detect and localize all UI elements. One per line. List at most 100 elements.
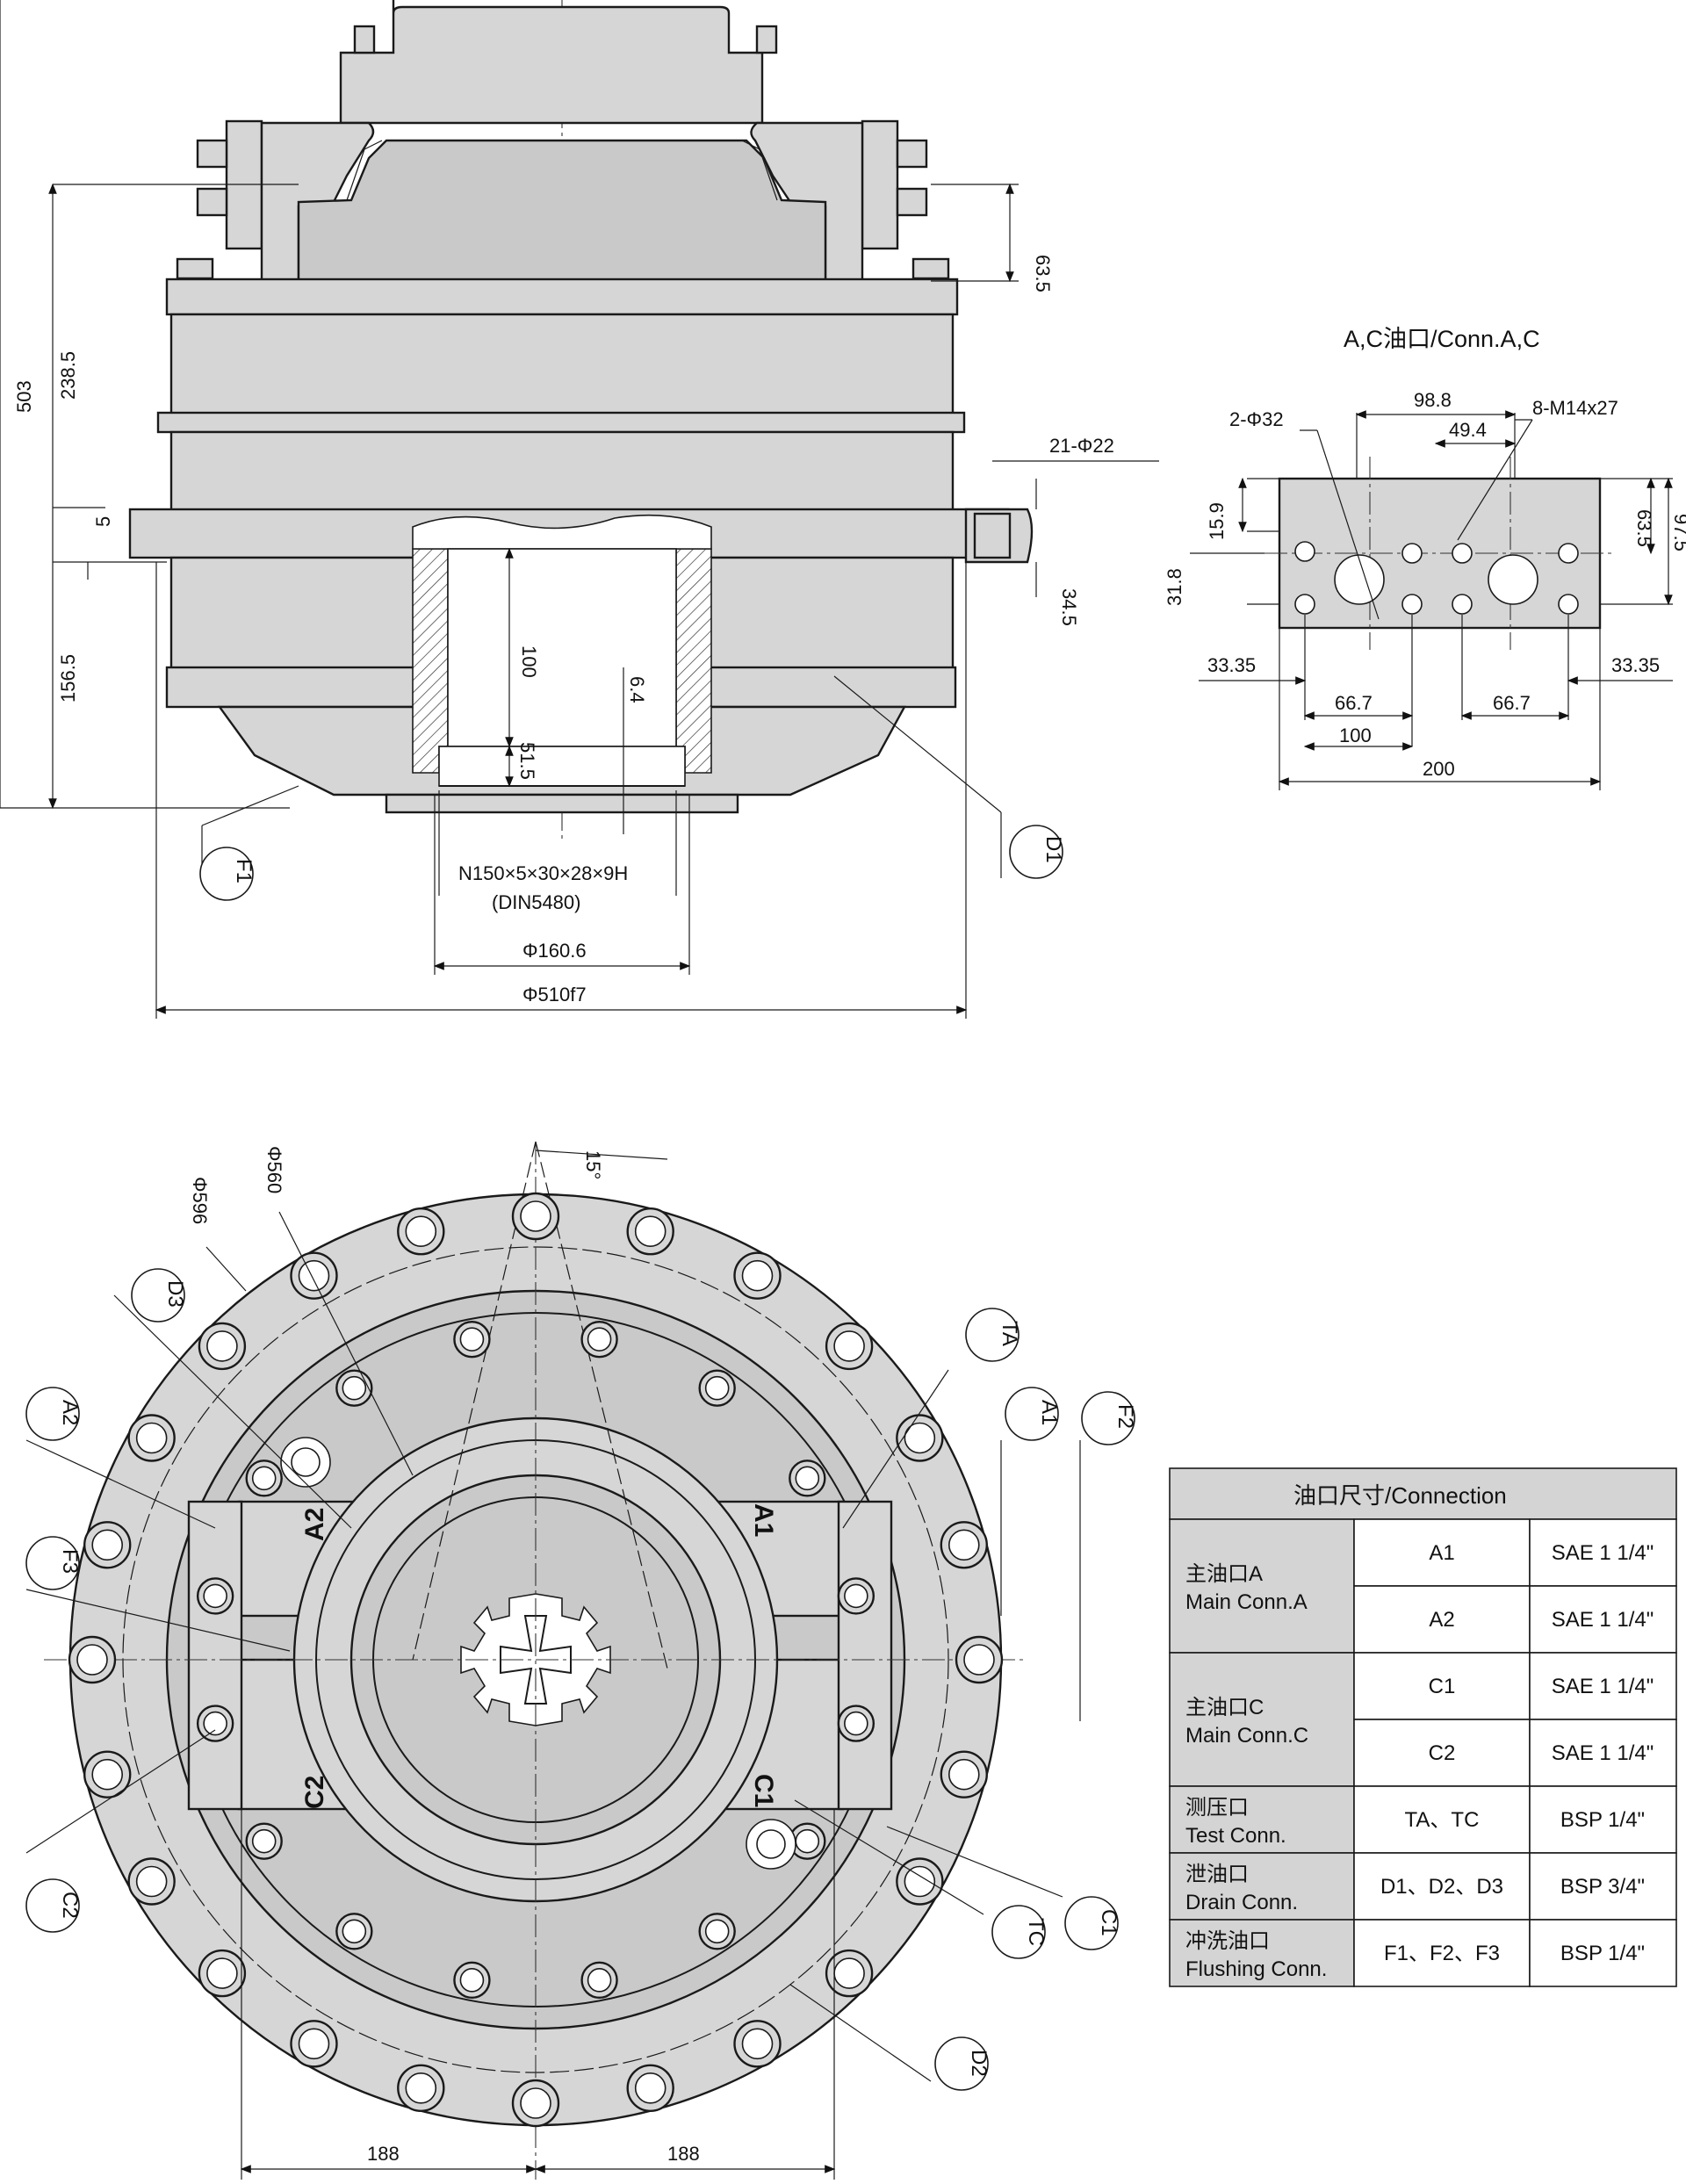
outer-bolt-hole	[405, 2072, 437, 2104]
table-size-cell	[1529, 1518, 1677, 1587]
table-group-drain-cn: 泄油口	[1185, 1863, 1249, 1886]
front-view: A2 A1 C2 C1 15° Φ560 Φ596 188 188 D3 A2 …	[25, 1141, 1137, 2180]
port-label-a2: A2	[300, 1508, 329, 1541]
outer-bolt-hole	[634, 2072, 666, 2104]
callout-a1: A1	[1037, 1400, 1061, 1425]
inner-bolt-hole	[251, 1466, 277, 1491]
outer-bolt-hole	[904, 1865, 936, 1898]
table-group-flush-cn: 冲洗油口	[1185, 1929, 1270, 1953]
outer-bolt-hole	[135, 1865, 168, 1898]
spline-spec: N150×5×30×28×9H	[458, 862, 628, 884]
dim-phi-160-6: Φ160.6	[522, 940, 587, 962]
flange-port-left	[1334, 554, 1385, 605]
table-port: C2	[1429, 1741, 1456, 1765]
inner-bolt-hole	[704, 1919, 730, 1944]
dim-98-8: 98.8	[1414, 389, 1452, 411]
dim-97-5: 97.5	[1670, 514, 1686, 551]
outer-bolt-hole	[833, 1330, 865, 1362]
dim-phi-596: Φ596	[189, 1177, 211, 1224]
dim-21-phi-22: 21-Φ22	[1049, 435, 1114, 457]
outer-bolt-hole	[405, 1215, 437, 1248]
table-size: SAE 1 1/4"	[1552, 1541, 1654, 1565]
outer-bolt-hole	[833, 1957, 865, 1989]
table-header: 油口尺寸/Connection	[1293, 1482, 1507, 1509]
port-label-c2: C2	[300, 1776, 329, 1809]
callout-d2: D2	[967, 2050, 991, 2077]
dim-66-7-left: 66.7	[1335, 692, 1373, 714]
table-group-flush-en: Flushing Conn.	[1185, 1957, 1327, 1981]
dim-188-right: 188	[667, 2143, 700, 2165]
inner-bolt-hole	[844, 1583, 868, 1609]
outer-bolt-hole	[76, 1644, 108, 1676]
dim-238-5: 238.5	[57, 351, 79, 400]
dim-100-side: 100	[518, 645, 540, 678]
dim-phi-560: Φ560	[263, 1146, 285, 1193]
outer-bolt-hole	[520, 1200, 551, 1232]
dim-5: 5	[92, 516, 114, 527]
dim-51-5: 51.5	[516, 742, 538, 780]
callout-d3: D3	[163, 1280, 187, 1308]
dim-33-35-right: 33.35	[1611, 654, 1660, 676]
table-group-test-en: Test Conn.	[1185, 1824, 1286, 1848]
table-group-a-en: Main Conn.A	[1185, 1590, 1308, 1614]
dim-63-5-side: 63.5	[1032, 255, 1054, 292]
table-group-c-cn: 主油口C	[1185, 1696, 1264, 1719]
table-size: SAE 1 1/4"	[1552, 1675, 1654, 1698]
dim-33-35-left: 33.35	[1207, 654, 1256, 676]
inner-bolt-hole	[459, 1968, 485, 1993]
table-size-cell	[1529, 1919, 1677, 1987]
outer-bolt-hole	[206, 1330, 238, 1362]
table-port: C1	[1429, 1675, 1456, 1698]
outer-bolt-hole	[520, 2087, 551, 2119]
outer-bolt-hole	[298, 2028, 330, 2060]
dim-8-m14x27: 8-M14x27	[1532, 397, 1618, 419]
inner-bolt-hole	[203, 1583, 227, 1609]
dim-34-5: 34.5	[1058, 588, 1080, 626]
table-size: BSP 3/4"	[1560, 1875, 1645, 1899]
dim-2-phi-32: 2-Φ32	[1229, 408, 1284, 430]
side-view: 503 238.5 156.5 5 63.5 21-Φ22 34.5 100 6…	[0, 0, 1159, 1019]
dim-188-left: 188	[367, 2143, 400, 2165]
outer-bolt-hole	[904, 1422, 936, 1454]
dim-phi-510: Φ510f7	[522, 984, 587, 1006]
outer-bolt-hole	[963, 1644, 995, 1676]
table-size-cell	[1529, 1852, 1677, 1921]
outer-bolt-hole	[741, 2028, 774, 2060]
callout-c2: C2	[58, 1892, 82, 1919]
dim-63-5-flange: 63.5	[1633, 509, 1655, 547]
table-port-cell	[1353, 1852, 1531, 1921]
table-port-cell	[1353, 1518, 1531, 1587]
inner-bolt-hole	[203, 1711, 227, 1736]
outer-bolt-hole	[947, 1758, 980, 1791]
outer-bolt-hole	[206, 1957, 238, 1989]
outer-bolt-hole	[91, 1758, 124, 1791]
inner-bolt-ring	[196, 1320, 875, 2000]
inner-bolt-hole	[844, 1711, 868, 1736]
port-label-a1: A1	[749, 1503, 778, 1537]
table-port-cell	[1353, 1652, 1531, 1720]
table-size: SAE 1 1/4"	[1552, 1741, 1654, 1765]
callout-ta: TA	[998, 1321, 1021, 1346]
table-size: BSP 1/4"	[1560, 1942, 1645, 1965]
callout-f3: F3	[58, 1549, 82, 1574]
outer-bolt-hole	[91, 1529, 124, 1561]
table-port-cell	[1353, 1585, 1531, 1654]
front-callouts: D3 A2 F3 C2 TA A1 F2 TC C1	[25, 1268, 1137, 2091]
dim-503: 503	[13, 380, 35, 413]
table-size: BSP 1/4"	[1560, 1808, 1645, 1832]
dim-31-8: 31.8	[1164, 568, 1185, 606]
table-port: F1、F2、F3	[1384, 1942, 1500, 1965]
inner-bolt-hole	[342, 1375, 367, 1401]
dim-15-9: 15.9	[1206, 502, 1228, 540]
outer-bolt-hole	[741, 1259, 774, 1292]
dim-15-deg: 15°	[582, 1150, 604, 1179]
outer-bolt-hole	[947, 1529, 980, 1561]
table-group-drain-en: Drain Conn.	[1185, 1891, 1298, 1914]
table-port: TA、TC	[1405, 1808, 1480, 1832]
port-label-c1: C1	[749, 1774, 778, 1807]
dim-200: 200	[1423, 758, 1455, 780]
spline-standard: (DIN5480)	[492, 891, 580, 913]
inner-bolt-hole	[704, 1375, 730, 1401]
dim-6-4: 6.4	[626, 676, 648, 703]
